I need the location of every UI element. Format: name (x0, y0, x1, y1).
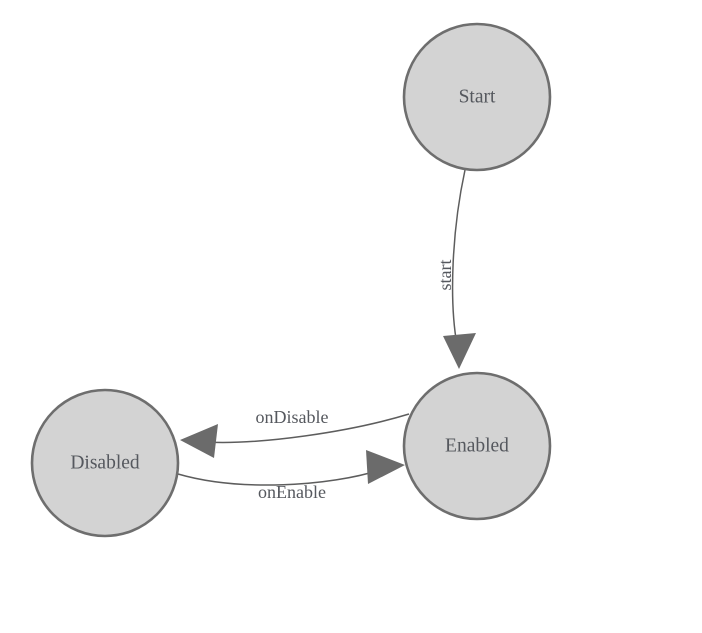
edge-on-enable[interactable]: onEnable (177, 450, 405, 502)
edge-on-enable-label: onEnable (258, 482, 326, 502)
node-disabled-circle[interactable] (30, 388, 180, 538)
edge-start-arrowhead (443, 333, 476, 369)
edge-start[interactable]: start (435, 169, 476, 369)
node-disabled-label: Disabled (70, 452, 140, 473)
edge-on-disable-label: onDisable (256, 407, 329, 427)
edge-on-disable-arrowhead (180, 424, 218, 458)
edge-on-disable-path (204, 413, 410, 444)
edge-on-enable-arrowhead (366, 450, 405, 484)
node-disabled[interactable]: Disabled (30, 388, 180, 538)
node-start[interactable]: Start (402, 22, 552, 172)
node-start-label: Start (459, 86, 496, 107)
edge-on-disable[interactable]: onDisable (180, 407, 410, 458)
edge-start-label: start (435, 260, 455, 291)
node-enabled-circle[interactable] (402, 371, 552, 521)
edge-start-path (451, 169, 466, 346)
node-enabled-label: Enabled (445, 435, 509, 456)
edge-on-enable-path (177, 469, 381, 486)
node-start-circle[interactable] (402, 22, 552, 172)
node-enabled[interactable]: Enabled (402, 371, 552, 521)
